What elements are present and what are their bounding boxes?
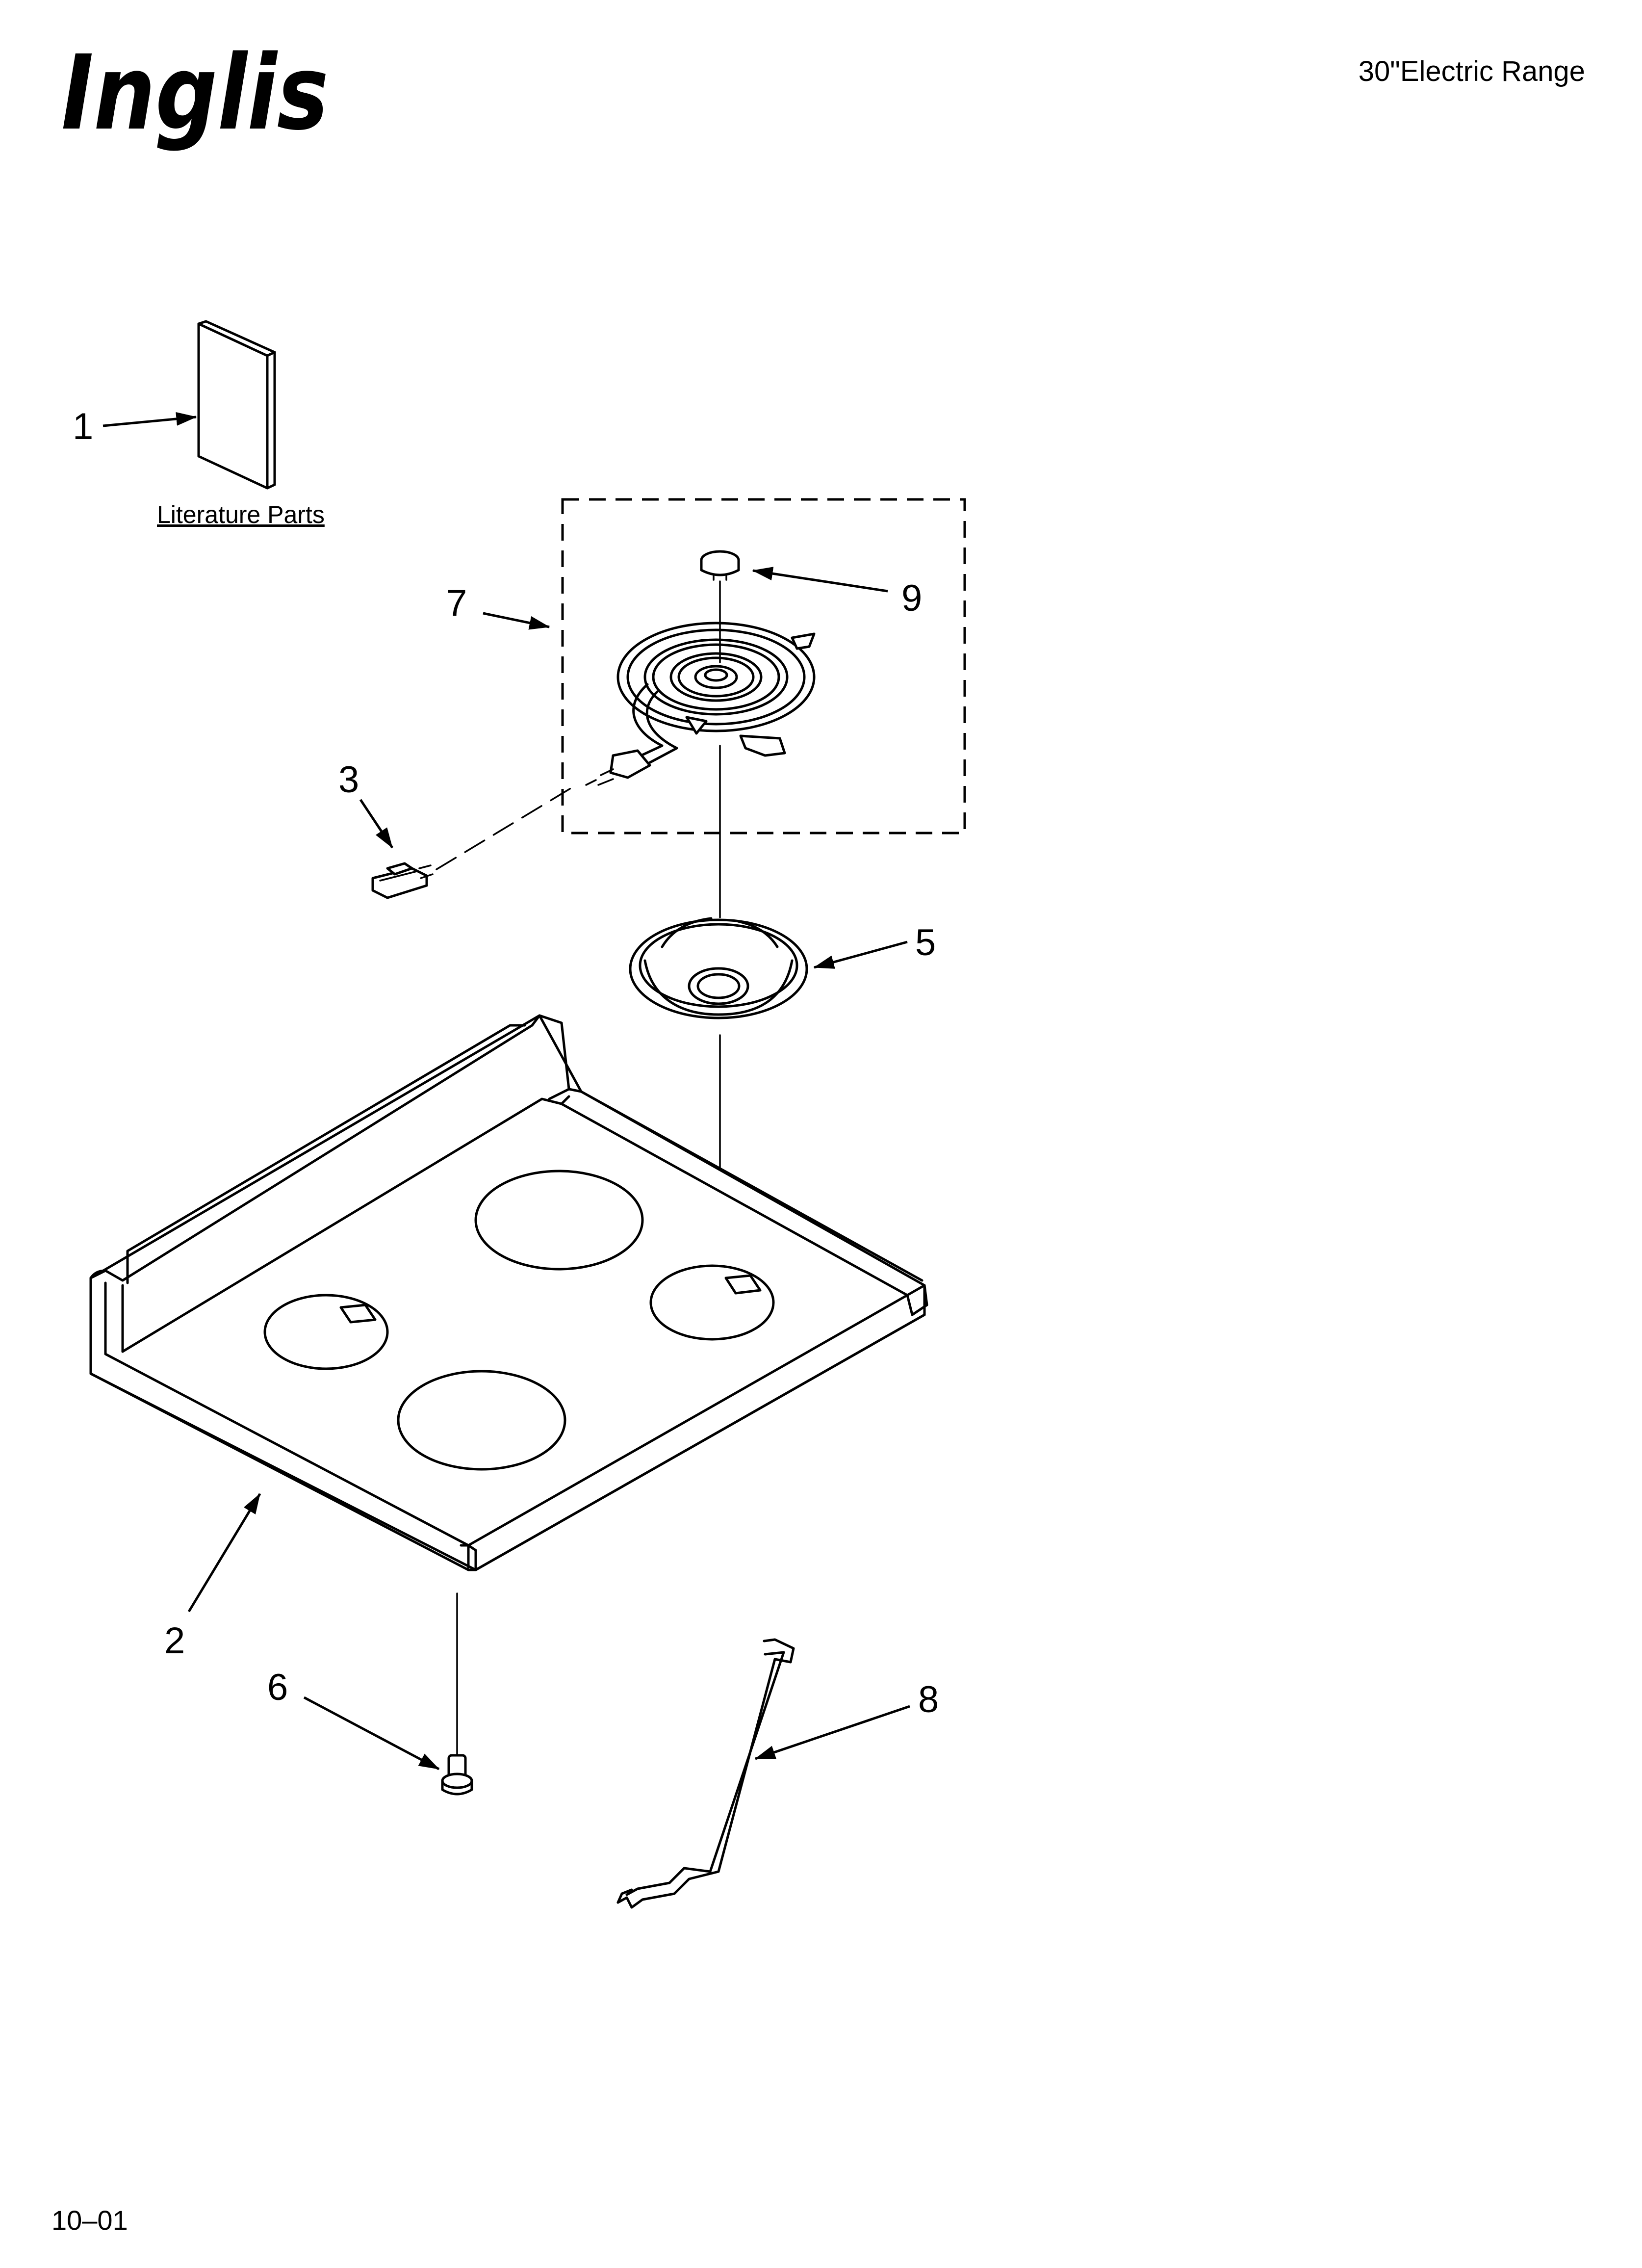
leader-9 [752,567,888,593]
callout-1: 1 [73,406,93,447]
callout-7: 7 [446,582,467,624]
cooktop [89,1014,928,1571]
callout-3: 3 [338,759,359,801]
leader-7 [483,612,550,630]
leader-8 [754,1705,910,1760]
callout-5: 5 [915,922,936,964]
leader-3 [359,799,394,849]
element-kit-box [561,498,966,834]
page-title: 30"Electric Range [1359,55,1585,87]
callout-2: 2 [164,1620,185,1662]
footer-code: 10–01 [51,2205,128,2236]
leader-6 [303,1696,440,1771]
callout-8: 8 [918,1679,939,1721]
leader-1 [103,412,197,427]
brand-logo: Inglis [61,33,329,153]
callout-9: 9 [901,577,922,619]
terminal-block [371,862,434,899]
assembly-line-terminal [436,784,577,870]
literature-booklet [197,320,276,490]
literature-label: Literature Parts [157,501,325,528]
element-cap [700,550,740,581]
leader-2 [187,1493,261,1613]
support-rod [616,1638,795,1909]
surface-element [585,622,816,786]
leader-5 [813,940,908,969]
mounting-screw [441,1754,473,1796]
drip-bowl [629,917,808,1019]
callout-6: 6 [267,1667,288,1708]
